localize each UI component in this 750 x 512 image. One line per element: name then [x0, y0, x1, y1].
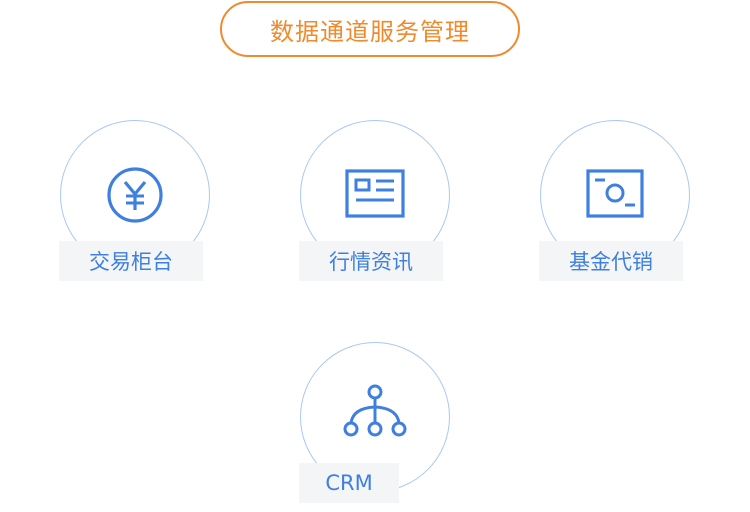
- news-card-icon: [345, 169, 405, 218]
- page-title: 数据通道服务管理: [220, 1, 520, 57]
- service-market-news[interactable]: 行情资讯: [295, 120, 455, 290]
- service-trading-counter[interactable]: 交易柜台: [55, 120, 215, 290]
- network-tree-icon: [343, 384, 407, 437]
- service-label: CRM: [299, 463, 399, 503]
- service-fund-sales[interactable]: 基金代销: [535, 120, 695, 290]
- service-label: 交易柜台: [59, 241, 203, 281]
- fund-card-icon: [586, 169, 644, 218]
- page-title-text: 数据通道服务管理: [270, 17, 470, 46]
- service-crm[interactable]: CRM: [295, 342, 455, 512]
- yen-circle-icon: [107, 167, 163, 223]
- service-label: 行情资讯: [299, 241, 443, 281]
- service-label: 基金代销: [539, 241, 683, 281]
